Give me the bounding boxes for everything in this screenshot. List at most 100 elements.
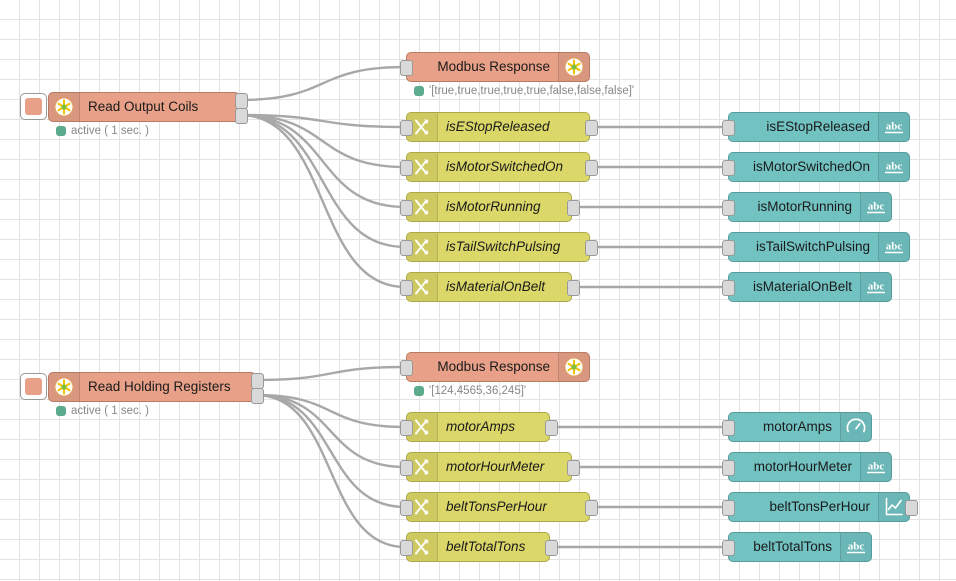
node-label: motorAmps bbox=[762, 419, 832, 434]
wire[interactable] bbox=[254, 393, 407, 549]
status-text: '[true,true,true,true,true,false,false,f… bbox=[429, 85, 635, 97]
wire[interactable] bbox=[238, 113, 407, 169]
input-port[interactable] bbox=[400, 200, 413, 216]
input-port[interactable] bbox=[400, 120, 413, 136]
output-port[interactable] bbox=[235, 93, 248, 109]
line-chart-icon bbox=[878, 493, 909, 521]
output-port[interactable] bbox=[585, 500, 598, 516]
node-type-badge[interactable] bbox=[20, 373, 47, 400]
node-read-holding-registers[interactable]: Read Holding Registers bbox=[48, 372, 256, 402]
input-port[interactable] bbox=[400, 420, 413, 436]
wire[interactable] bbox=[238, 65, 407, 102]
node-modbus-response-coils[interactable]: Modbus Response bbox=[406, 52, 590, 82]
status-dot bbox=[414, 86, 424, 96]
node-change-motor-hour-meter[interactable]: motorHourMeter bbox=[406, 452, 572, 482]
svg-text:abc: abc bbox=[886, 161, 903, 173]
abc-icon: abc bbox=[878, 153, 909, 181]
node-read-output-coils[interactable]: Read Output Coils bbox=[48, 92, 240, 122]
output-port[interactable] bbox=[545, 540, 558, 556]
node-status: '[true,true,true,true,true,false,false,f… bbox=[414, 85, 634, 97]
swap-arrows-icon bbox=[407, 533, 438, 561]
node-label: Modbus Response bbox=[437, 359, 550, 374]
input-port[interactable] bbox=[400, 240, 413, 256]
node-change-is-estop-released[interactable]: isEStopReleased bbox=[406, 112, 590, 142]
input-port[interactable] bbox=[400, 280, 413, 296]
modbus-asterisk-icon bbox=[558, 53, 589, 81]
output-port[interactable] bbox=[251, 373, 264, 389]
svg-text:abc: abc bbox=[886, 241, 903, 253]
output-port[interactable] bbox=[905, 500, 918, 516]
node-change-is-material-on-belt[interactable]: isMaterialOnBelt bbox=[406, 272, 572, 302]
abc-icon: abc bbox=[860, 273, 891, 301]
input-port[interactable] bbox=[722, 200, 735, 216]
node-change-is-motor-switched-on[interactable]: isMotorSwitchedOn bbox=[406, 152, 590, 182]
input-port[interactable] bbox=[722, 280, 735, 296]
wire[interactable] bbox=[254, 365, 407, 382]
node-ui-gauge-motor-amps[interactable]: motorAmps bbox=[728, 412, 872, 442]
node-label: isTailSwitchPulsing bbox=[446, 239, 561, 254]
modbus-asterisk-icon bbox=[49, 373, 80, 401]
node-change-belt-total-tons[interactable]: beltTotalTons bbox=[406, 532, 550, 562]
wire[interactable] bbox=[238, 113, 407, 289]
wire[interactable] bbox=[254, 393, 407, 429]
abc-icon: abc bbox=[878, 113, 909, 141]
abc-icon: abc bbox=[860, 453, 891, 481]
input-port[interactable] bbox=[400, 500, 413, 516]
input-port[interactable] bbox=[400, 160, 413, 176]
node-change-is-motor-running[interactable]: isMotorRunning bbox=[406, 192, 572, 222]
node-label: isEStopReleased bbox=[446, 119, 550, 134]
node-label: beltTonsPerHour bbox=[769, 499, 870, 514]
status-dot bbox=[56, 126, 66, 136]
node-modbus-response-registers[interactable]: Modbus Response bbox=[406, 352, 590, 382]
output-port[interactable] bbox=[545, 420, 558, 436]
input-port[interactable] bbox=[400, 460, 413, 476]
input-port[interactable] bbox=[722, 420, 735, 436]
abc-icon: abc bbox=[840, 533, 871, 561]
wire[interactable] bbox=[238, 113, 407, 129]
wire[interactable] bbox=[254, 393, 407, 509]
node-change-belt-tons-per-hour[interactable]: beltTonsPerHour bbox=[406, 492, 590, 522]
output-port[interactable] bbox=[585, 120, 598, 136]
output-port[interactable] bbox=[567, 280, 580, 296]
input-port[interactable] bbox=[722, 160, 735, 176]
input-port[interactable] bbox=[722, 460, 735, 476]
input-port[interactable] bbox=[722, 240, 735, 256]
status-dot bbox=[414, 386, 424, 396]
node-change-is-tail-switch-pulsing[interactable]: isTailSwitchPulsing bbox=[406, 232, 590, 262]
status-text: active ( 1 sec. ) bbox=[71, 405, 149, 417]
modbus-asterisk-icon bbox=[558, 353, 589, 381]
output-port[interactable] bbox=[585, 160, 598, 176]
input-port[interactable] bbox=[400, 540, 413, 556]
node-change-motor-amps[interactable]: motorAmps bbox=[406, 412, 550, 442]
node-type-badge[interactable] bbox=[20, 93, 47, 120]
badge-swatch bbox=[25, 378, 42, 395]
wire[interactable] bbox=[238, 113, 407, 249]
node-label: beltTonsPerHour bbox=[446, 499, 547, 514]
input-port[interactable] bbox=[400, 360, 413, 376]
svg-text:abc: abc bbox=[848, 541, 865, 553]
wire[interactable] bbox=[238, 113, 407, 209]
input-port[interactable] bbox=[722, 500, 735, 516]
input-port[interactable] bbox=[722, 540, 735, 556]
abc-icon: abc bbox=[878, 233, 909, 261]
input-port[interactable] bbox=[400, 60, 413, 76]
output-port[interactable] bbox=[567, 460, 580, 476]
output-port[interactable] bbox=[567, 200, 580, 216]
output-port[interactable] bbox=[235, 108, 248, 124]
node-label: motorAmps bbox=[446, 419, 516, 434]
output-port[interactable] bbox=[251, 388, 264, 404]
node-ui-chart-belt-tons-per-hour[interactable]: beltTonsPerHour bbox=[728, 492, 910, 522]
node-label: isMotorSwitchedOn bbox=[446, 159, 564, 174]
node-label: Read Holding Registers bbox=[88, 379, 231, 394]
output-port[interactable] bbox=[585, 240, 598, 256]
input-port[interactable] bbox=[722, 120, 735, 136]
wire[interactable] bbox=[254, 393, 407, 469]
